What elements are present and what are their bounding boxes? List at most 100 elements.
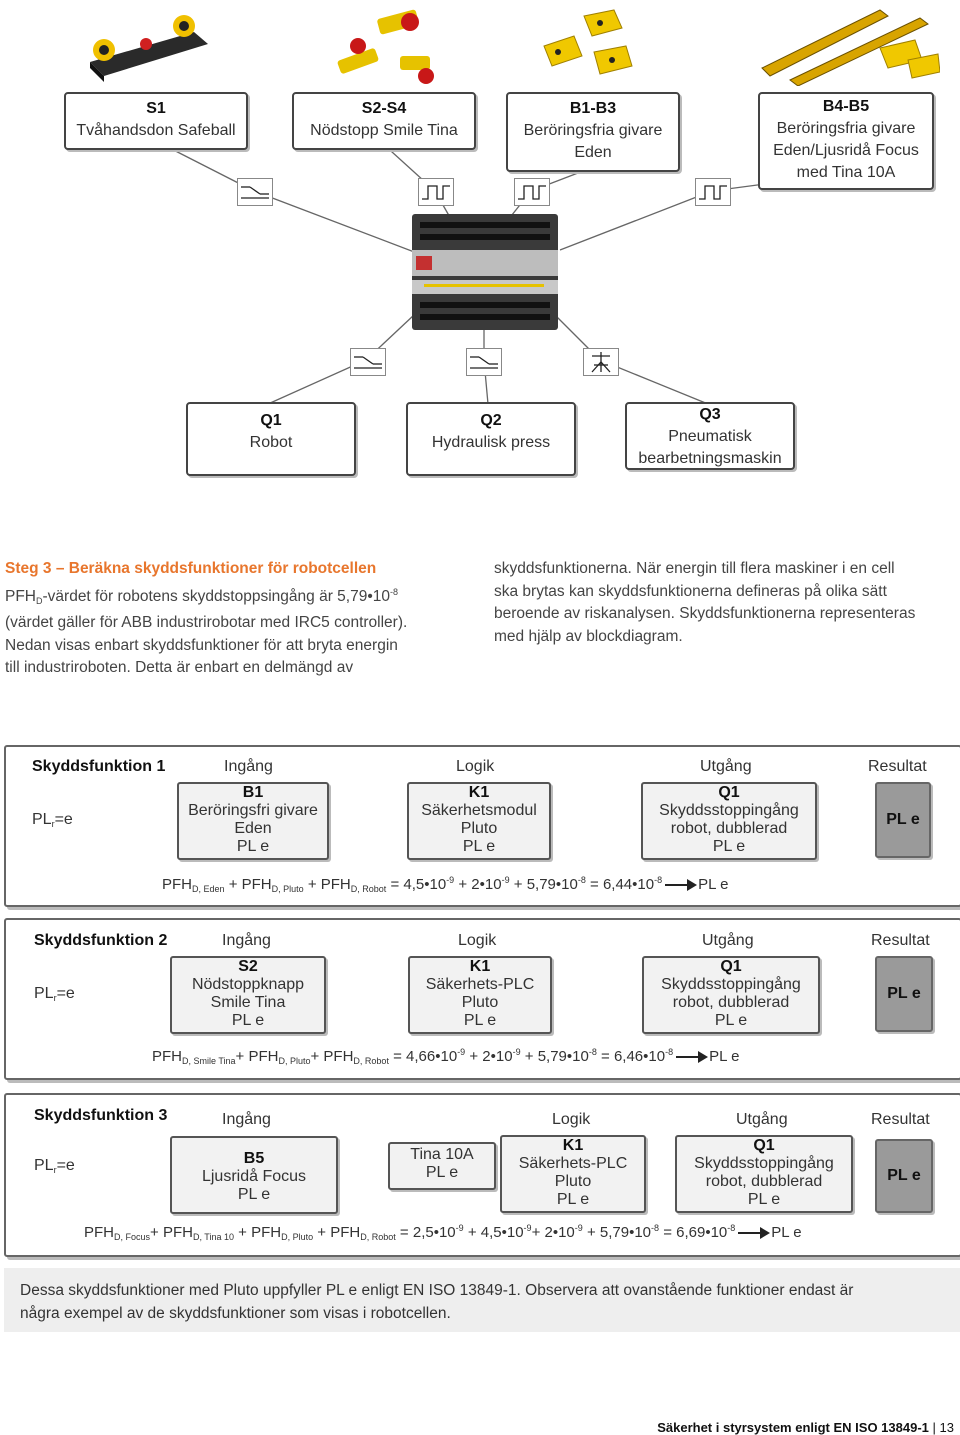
page-footer: Säkerhet i styrsystem enligt EN ISO 1384… [657, 1420, 954, 1435]
input-label: Eden/Ljusridå Focus [773, 142, 919, 159]
col-utgang: Utgång [702, 932, 754, 949]
arrow-icon [676, 1051, 709, 1064]
f-term: + 5,79•10 [513, 876, 578, 893]
switch-contact-icon [237, 178, 273, 206]
pfh-sub: D [36, 595, 43, 606]
f-term: + 5,79•10 [586, 1224, 652, 1241]
f-term: = 6,44•10 [590, 876, 655, 893]
block-id: B5 [243, 1150, 265, 1167]
f-pfh: PFH [248, 1048, 279, 1065]
pfh-formula: PFHD, Eden + PFHD, Pluto + PFHD, Robot =… [162, 875, 728, 894]
block-line: PL e [236, 838, 270, 855]
input-box-s2-s4: S2-S4 Nödstopp Smile Tina [292, 92, 476, 150]
f-exp: -9 [457, 1047, 466, 1057]
plr-sub: r [53, 993, 57, 1003]
safety-function-1: Skyddsfunktion 1 Ingång Logik Utgång Res… [4, 745, 960, 907]
f-sub: D, Robot [350, 884, 387, 894]
block-line: PL e [747, 1191, 781, 1208]
plr-pl: PL [34, 1157, 54, 1174]
f-term: = 6,46•10 [601, 1048, 666, 1065]
f-pfh: PFH [320, 876, 351, 893]
input-block: B5 Ljusridå Focus PL e [170, 1136, 338, 1214]
block-line: PL e [462, 838, 496, 855]
f-sub: D, Pluto [278, 1056, 311, 1066]
pfh-text: PFH [5, 587, 36, 605]
block-line: Eden [234, 820, 272, 837]
plr-val: =e [54, 811, 73, 828]
step3-line: beroende av riskanalysen. Skyddsfunktion… [494, 605, 916, 622]
plr-label: PLr=e [34, 1157, 75, 1175]
footer-separator: | [932, 1420, 936, 1435]
col-ingang: Ingång [222, 932, 271, 949]
pfh-text: -värdet för robotens skyddstoppsingång ä… [42, 587, 391, 605]
f-pfh: PFH [162, 1224, 193, 1241]
f-exp: -9 [455, 1223, 464, 1233]
input-label: Beröringsfria givare [523, 122, 663, 139]
plr-pl: PL [34, 985, 54, 1002]
col-resultat: Resultat [868, 758, 927, 775]
block-id: B1 [242, 784, 264, 801]
block-line: PL e [425, 1164, 459, 1181]
block-line: Nödstoppknapp [191, 976, 305, 993]
logic-block: K1 Säkerhets-PLC Pluto PL e [500, 1135, 646, 1213]
block-line: Tina 10A [410, 1146, 474, 1163]
f-term: = 4,66•10 [393, 1048, 458, 1065]
input-box-s1: S1 Tvåhandsdon Safeball [64, 92, 248, 150]
f-exp: -9 [574, 1223, 583, 1233]
block-line: Pluto [554, 1173, 592, 1190]
plr-val: =e [56, 1157, 75, 1174]
f-result: PL e [771, 1224, 802, 1241]
f-pfh: PFH [162, 876, 192, 893]
logic-block: K1 Säkerhetsmodul Pluto PL e [407, 782, 551, 860]
block-line: Säkerhets-PLC [425, 976, 535, 993]
output-label: bearbetningsmaskin [638, 450, 782, 467]
output-id: Q3 [699, 406, 721, 423]
step3-left-column: Steg 3 – Beräkna skyddsfunktioner för ro… [5, 558, 475, 680]
f-sub: D, Smile Tina [182, 1056, 236, 1066]
block-line: Skyddsstoppingång [661, 976, 801, 993]
f-exp: -8 [665, 1047, 674, 1057]
col-utgang: Utgång [700, 758, 752, 775]
input-id: S1 [146, 100, 166, 117]
f-exp: -8 [577, 875, 586, 885]
step3-title: Steg 3 – Beräkna skyddsfunktioner för ro… [5, 560, 377, 577]
block-id: Q1 [720, 958, 742, 975]
f-pfh: PFH [330, 1224, 361, 1241]
output-label: Robot [249, 434, 293, 451]
f-plus: + [238, 1224, 247, 1241]
output-label: Pneumatisk [668, 428, 752, 445]
block-line: PL e [714, 1012, 748, 1029]
f-exp: -8 [654, 875, 663, 885]
block-id: K1 [468, 784, 490, 801]
f-plus: + [150, 1224, 159, 1241]
input-label: Beröringsfria givare [776, 120, 916, 137]
f-plus: + [310, 1048, 320, 1065]
block-line: PL e [712, 838, 746, 855]
col-ingang: Ingång [224, 758, 273, 775]
plr-sub: r [53, 1165, 57, 1175]
output-box-q2: Q2 Hydraulisk press [406, 402, 576, 476]
f-sub: D, Robot [360, 1232, 396, 1242]
f-exp: -9 [512, 1047, 521, 1057]
result-block: PL e [875, 782, 931, 858]
f-plus: + [307, 876, 317, 893]
f-sub: D, Pluto [271, 884, 304, 894]
f-sub: D, Focus [114, 1232, 151, 1242]
non-contact-sensor-icon [543, 9, 633, 75]
input-id: B1-B3 [569, 100, 617, 117]
output-block: Q1 Skyddsstoppingång robot, dubblerad PL… [641, 782, 817, 860]
input-label: Eden [574, 144, 612, 161]
col-logik: Logik [458, 932, 497, 949]
f-result: PL e [698, 876, 729, 893]
result-block: PL e [875, 1139, 933, 1213]
f-term: + 2•10 [458, 876, 502, 893]
light-curtain-icon [761, 9, 940, 86]
block-line: Säkerhets-PLC [518, 1155, 628, 1172]
f-pfh: PFH [251, 1224, 282, 1241]
block-line: Ljusridå Focus [201, 1168, 307, 1185]
note-line: några exempel av de skyddsfunktioner som… [20, 1305, 451, 1322]
input-box-b1-b3: B1-B3 Beröringsfria givare Eden [506, 92, 680, 172]
block-line: robot, dubblerad [672, 994, 790, 1011]
pulse-signal-icon [695, 178, 731, 206]
input-id: B4-B5 [822, 98, 870, 115]
